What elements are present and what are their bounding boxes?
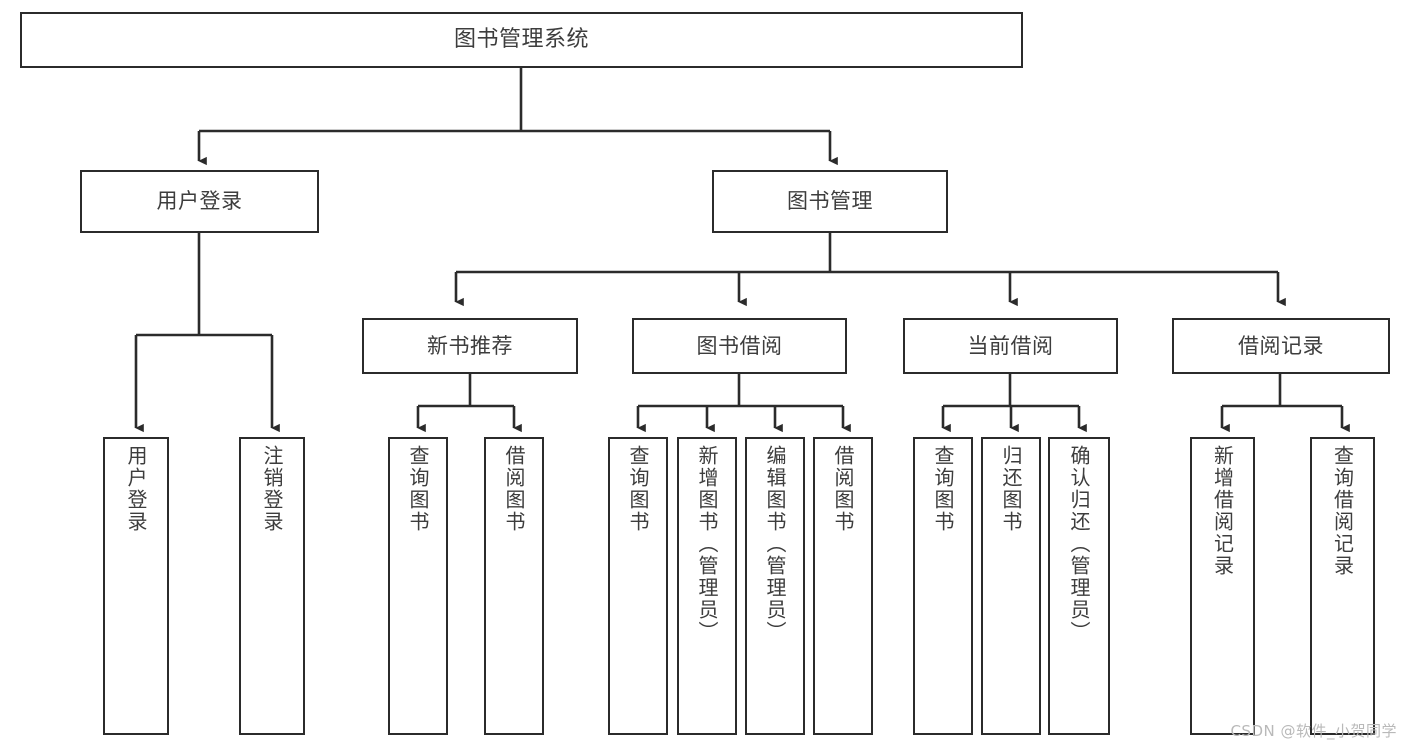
node-book-borrowing[interactable]: 图书借阅 [632, 318, 847, 374]
node-label: 查询借阅记录 [1330, 445, 1355, 577]
node-leaf-add-borrow-record[interactable]: 新增借阅记录 [1190, 437, 1255, 735]
node-label: 新增借阅记录 [1210, 445, 1235, 577]
node-leaf-query-borrow-record[interactable]: 查询借阅记录 [1310, 437, 1375, 735]
node-leaf-logout[interactable]: 注销登录 [239, 437, 305, 735]
node-label: 用户登录 [156, 189, 243, 214]
node-label: 用户登录 [124, 445, 148, 533]
node-label: 当前借阅 [967, 333, 1054, 358]
node-label: 借阅图书 [831, 445, 855, 533]
node-label: 图书管理 [787, 189, 873, 214]
node-label: 借阅图书 [502, 445, 526, 533]
node-leaf-query-books-borrow[interactable]: 查询图书 [608, 437, 668, 735]
node-leaf-borrow-books-recommend[interactable]: 借阅图书 [484, 437, 544, 735]
node-root-book-management-system[interactable]: 图书管理系统 [20, 12, 1023, 68]
node-label: 新书推荐 [427, 333, 513, 358]
node-leaf-user-login[interactable]: 用户登录 [103, 437, 169, 735]
node-leaf-edit-book-admin[interactable]: 编辑图书（管理员） [745, 437, 805, 735]
node-label: 查询图书 [406, 445, 430, 533]
node-leaf-query-books-recommend[interactable]: 查询图书 [388, 437, 448, 735]
node-label: 查询图书 [931, 445, 955, 533]
node-borrowing-record[interactable]: 借阅记录 [1172, 318, 1390, 374]
csdn-watermark: CSDN @软件_小贺同学 [1230, 722, 1397, 740]
node-leaf-confirm-return-admin[interactable]: 确认归还（管理员） [1048, 437, 1110, 735]
node-leaf-borrow-books[interactable]: 借阅图书 [813, 437, 873, 735]
node-label: 注销登录 [260, 445, 284, 533]
node-leaf-add-book-admin[interactable]: 新增图书（管理员） [677, 437, 737, 735]
node-label: 确认归还（管理员） [1067, 445, 1091, 643]
node-new-book-recommendation[interactable]: 新书推荐 [362, 318, 578, 374]
node-label: 新增图书（管理员） [695, 445, 719, 643]
node-book-management[interactable]: 图书管理 [712, 170, 948, 233]
node-label: 归还图书 [999, 445, 1023, 533]
node-leaf-return-books[interactable]: 归还图书 [981, 437, 1041, 735]
node-leaf-query-books-current[interactable]: 查询图书 [913, 437, 973, 735]
node-label: 借阅记录 [1238, 333, 1324, 358]
node-current-borrowing[interactable]: 当前借阅 [903, 318, 1118, 374]
node-user-login[interactable]: 用户登录 [80, 170, 319, 233]
node-label: 图书借阅 [696, 333, 783, 358]
node-label: 查询图书 [626, 445, 650, 533]
node-label: 编辑图书（管理员） [763, 445, 787, 643]
node-label: 图书管理系统 [453, 27, 589, 53]
